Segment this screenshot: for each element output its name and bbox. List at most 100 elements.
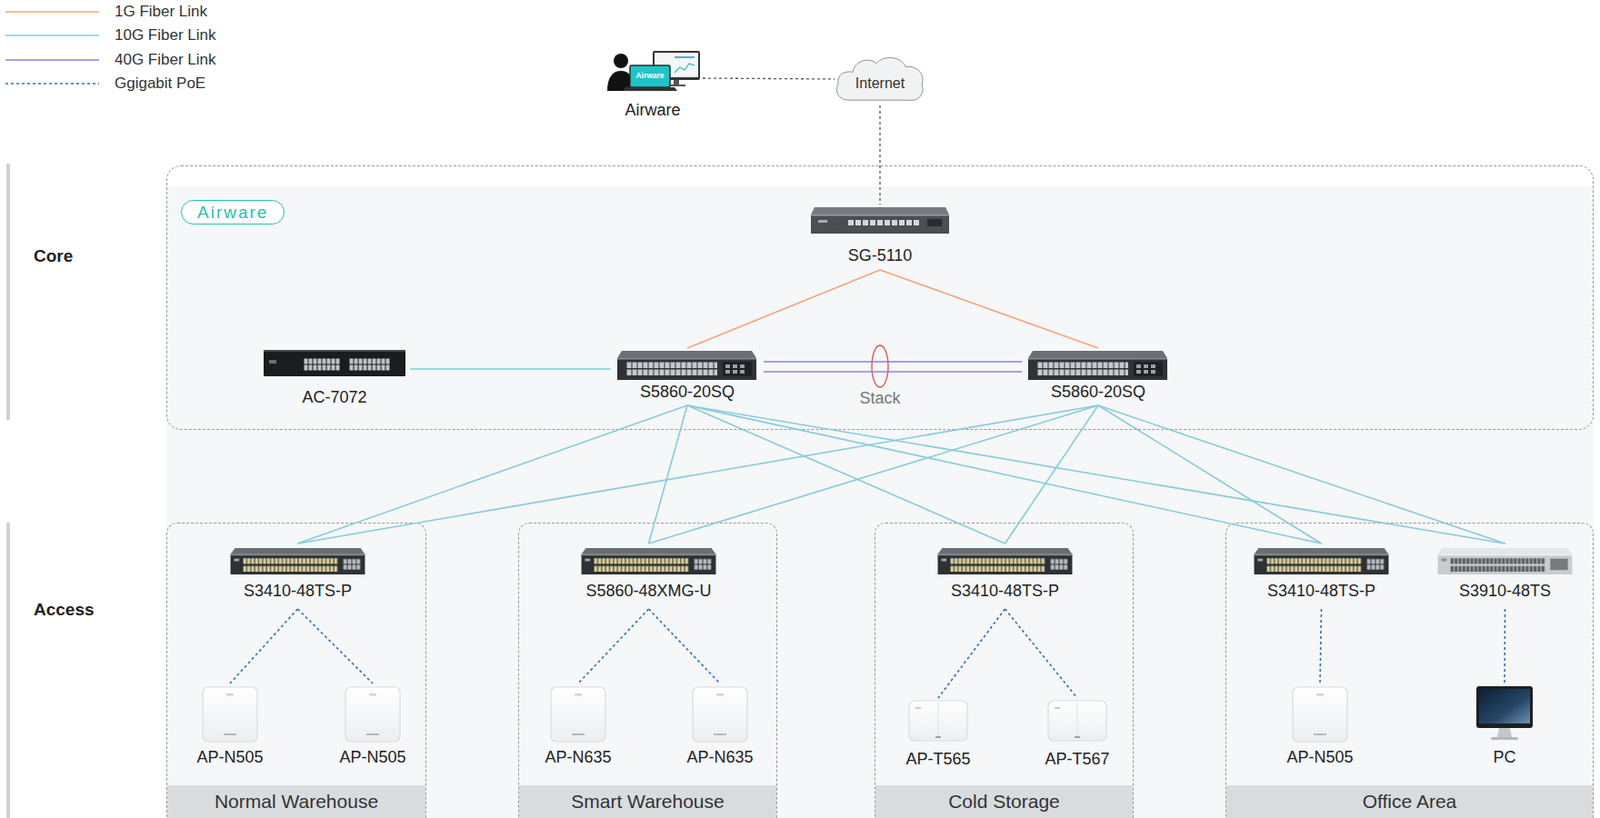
legend-row: Ggigabit PoE [0,72,291,95]
controller-device [263,350,406,377]
fiber-link [763,370,1022,373]
poe-link [1503,609,1506,684]
legend-text: 10G Fiber Link [114,24,217,47]
fiber-link [649,405,1100,544]
access-point-device [692,687,748,742]
legend-sample [0,0,102,23]
device-node: SG-5110 [798,204,962,270]
poe-link [298,609,374,684]
screen-chart [674,63,695,73]
device-label: AC-7072 [259,387,410,408]
device-label: AP-N635 [674,747,766,768]
device-label: AP-N505 [1274,747,1366,768]
legend-row: 1G Fiber Link [0,0,291,23]
poe-link [938,609,1006,699]
site-group: Office AreaS3410-48TS-PS3910-48TSAP-N505… [1225,522,1594,818]
laptop-base [622,87,678,91]
access-point-device [1048,700,1107,741]
site-group: Smart WarehouseS5860-48XMG-UAP-N635AP-N6… [518,522,778,818]
person-body [607,70,635,91]
device-label: AP-N505 [327,747,419,768]
device-label: AP-N505 [184,747,276,768]
device-label: Airware [602,100,703,120]
device-label: S3910-48TS [1430,580,1580,601]
device-node: AP-N505 [327,683,419,770]
device-node: AC-7072 [259,347,410,408]
device-node: S3410-48TS-P [1247,543,1396,610]
core-switch-device [1028,350,1168,380]
fiber-link [687,405,1006,544]
fiber-link [1098,405,1322,544]
fiber-link [1005,405,1100,544]
monitor-base [667,84,686,87]
access-switch-device [938,548,1073,575]
fiber-link [1098,405,1506,544]
legend-row: 40G Fiber Link [0,49,291,71]
legend-line [5,59,100,61]
legend-text: 40G Fiber Link [114,49,217,71]
access-point-device [1292,687,1348,742]
device-node: AP-T567 [1031,698,1123,773]
monitor-stand [673,80,680,85]
fiber-link [649,405,689,544]
legend-sample [0,24,102,47]
internet-cloud: Internet [834,54,926,106]
poe-link [230,609,299,684]
device-label: S3410-48TS-P [930,580,1080,601]
legend-text: Ggigabit PoE [114,72,206,95]
screen-bar [674,56,695,59]
group-title: Normal Warehouse [167,785,426,818]
device-node: AP-N635 [674,683,766,770]
poe-link [578,609,650,684]
legend-line [5,34,100,37]
device-label: PC [1459,747,1550,768]
legend-line [5,82,100,85]
fiber-link [298,405,689,544]
device-label: S3410-48TS-P [223,580,372,601]
poe-link [649,609,721,684]
tier-bar [6,163,10,420]
gateway-device [810,207,950,234]
access-point-device [550,687,606,742]
tier-label: Core [33,244,73,268]
fiber-link [687,405,1322,544]
fiber-link [298,405,1100,544]
legend-text: 1G Fiber Link [114,0,208,23]
device-label: S3410-48TS-P [1247,580,1396,601]
legend-line [5,10,100,13]
device-label: S5860-20SQ [610,381,764,402]
device-node: AP-T565 [892,698,984,773]
fiber-link [880,270,1099,349]
device-node: S3910-48TS [1430,543,1580,610]
legend-row: 10G Fiber Link [0,24,291,47]
device-node: Airware [602,45,703,120]
poe-link [1005,609,1079,699]
edge-label: Stack [859,388,900,409]
area-fill [166,186,1594,818]
device-node: S3410-48TS-P [930,543,1080,610]
fiber-link [410,368,611,370]
pc-device [1476,686,1533,740]
fiber-link [702,78,835,80]
airware-user-icon [607,50,700,91]
access-switch-device [581,548,717,575]
tier-label: Access [33,598,95,621]
device-label: SG-5110 [798,245,962,266]
stack-ring [871,345,889,388]
cloud-label: Internet [834,74,926,93]
access-switch-device [230,548,366,575]
access-point-device [202,687,258,742]
device-node: S5860-20SQ [1021,348,1175,406]
access-switch-device [1254,548,1390,575]
legend-sample [0,49,102,71]
laptop-screen [630,65,670,88]
device-node: S5860-48XMG-U [574,543,723,610]
fiber-link [687,270,880,349]
device-node: S3410-48TS-P [223,543,372,610]
legend-sample [0,72,102,95]
core-switch-device [617,350,757,380]
access-point-device [345,687,400,742]
